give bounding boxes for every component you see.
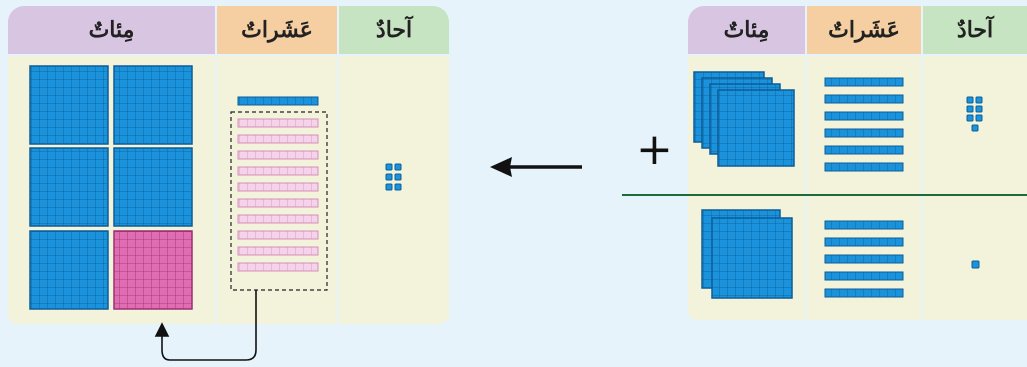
right-col-ones (923, 56, 1027, 320)
left-hundreds-flats (29, 65, 193, 310)
result-arrow (490, 157, 582, 177)
right-header-ones: آحادٌ (923, 6, 1027, 54)
right-header-hundreds: مِئاتٌ (688, 6, 805, 54)
hundred-flat (113, 65, 193, 145)
right-top-hundreds (693, 71, 795, 167)
regroup-box (230, 111, 328, 291)
hundred-flat (29, 230, 109, 310)
right-bottom-ones-unit (971, 260, 980, 269)
left-header-hundreds: مِئاتٌ (8, 6, 215, 54)
right-header-tens: عَشَراتٌ (807, 6, 921, 54)
hundred-flat (29, 65, 109, 145)
ten-rod (237, 96, 319, 106)
hundred-flat-regrouped (113, 230, 193, 310)
left-tens-rods (230, 96, 328, 291)
hundred-flat (113, 147, 193, 227)
left-header-tens: عَشَراتٌ (217, 6, 337, 54)
plus-sign: + (636, 124, 673, 175)
left-ones-units (385, 163, 402, 191)
regrouped-ten-rods (237, 118, 319, 272)
left-header-ones: آحادٌ (339, 6, 449, 54)
right-top-ones (966, 96, 983, 132)
regroup-arrow (154, 290, 257, 361)
left-col-ones (339, 56, 449, 324)
right-bottom-hundreds (701, 209, 793, 299)
right-bottom-tens (824, 220, 904, 298)
right-top-tens (824, 77, 904, 172)
hundred-flat (29, 147, 109, 227)
